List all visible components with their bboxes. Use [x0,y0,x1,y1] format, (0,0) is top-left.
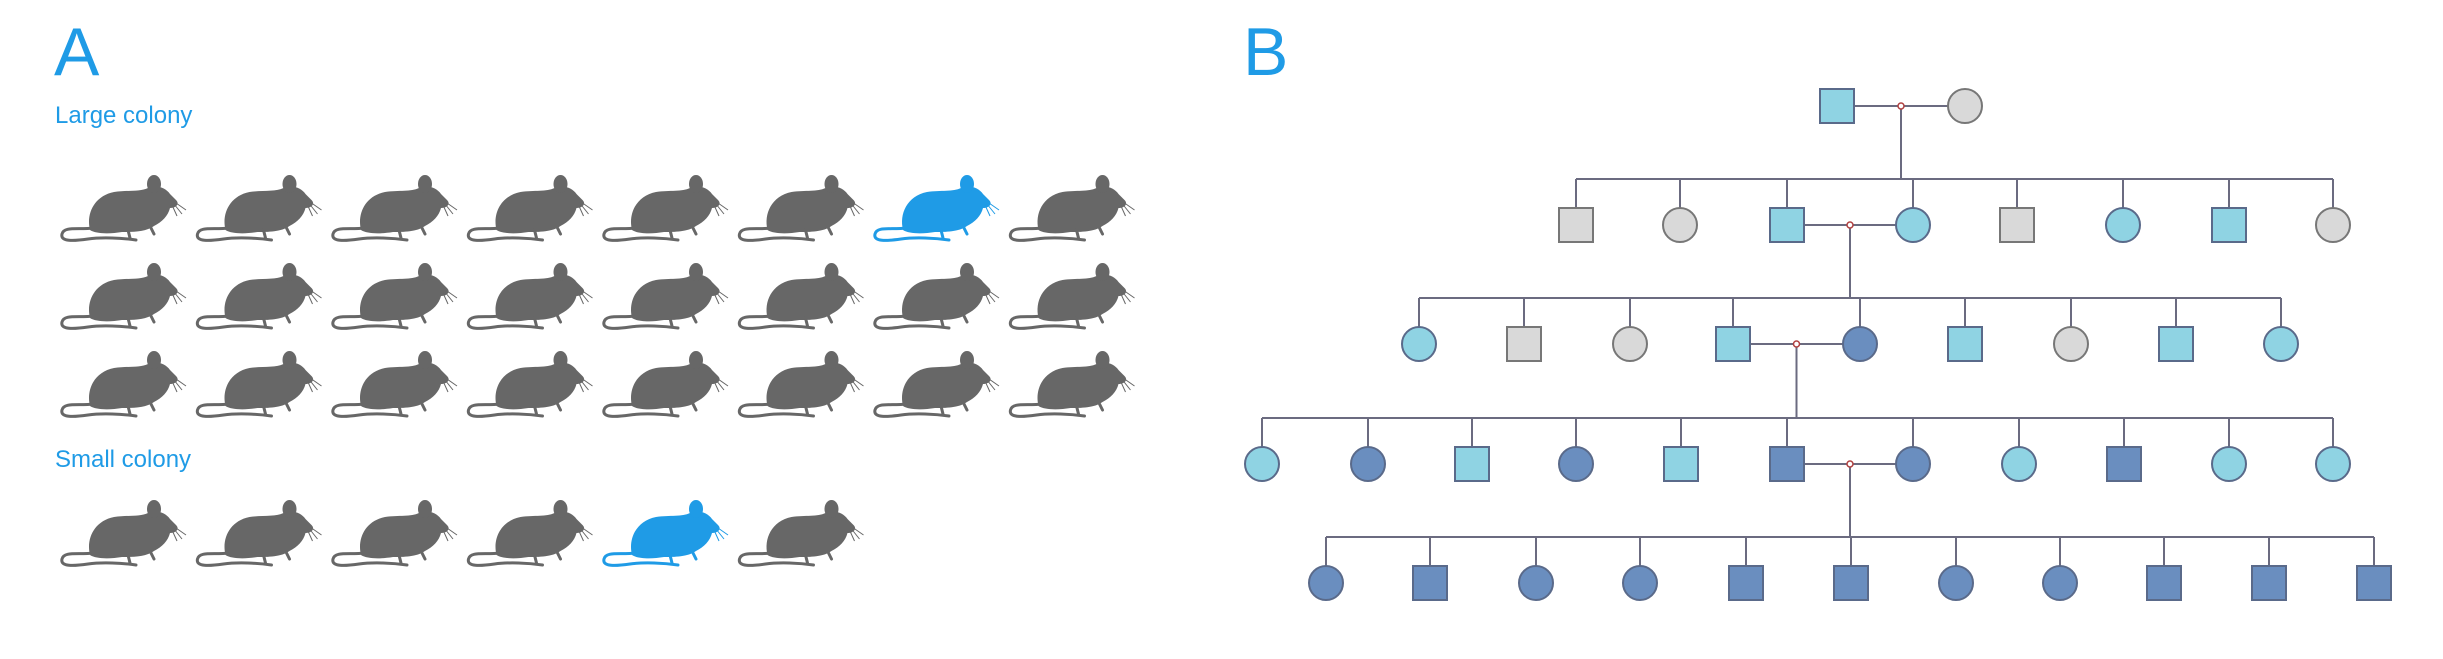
highlighted-mouse-icon [873,175,1000,242]
mouse-icon [602,263,729,330]
mouse-icon [602,175,729,242]
highlighted-mouse-icon [602,500,729,567]
mouse-icon [331,263,458,330]
male-light-square [1947,326,1983,362]
male-dark-square [2106,446,2142,482]
mouse-icon [1008,351,1135,418]
female-dark-circle [1518,565,1554,601]
female-light-circle [2211,446,2247,482]
female-dark-circle [2042,565,2078,601]
female-light-circle [2105,207,2141,243]
mouse-icon [195,263,322,330]
mouse-icon [60,500,187,567]
mouse-icon [466,500,593,567]
mouse-icon [195,175,322,242]
female-light-circle [2315,446,2351,482]
male-dark-square [2146,565,2182,601]
male-dark-square [1833,565,1869,601]
male-light-square [1769,207,1805,243]
female-light-circle [1895,207,1931,243]
mouse-icon [873,263,1000,330]
mouse-icon [466,175,593,242]
female-dark-circle [1622,565,1658,601]
male-light-square [2211,207,2247,243]
female-unaffected-circle [2315,207,2351,243]
male-light-square [1715,326,1751,362]
female-dark-circle [1895,446,1931,482]
mouse-icon [60,351,187,418]
mouse-icon [466,263,593,330]
mouse-icon [873,351,1000,418]
male-unaffected-square [1506,326,1542,362]
mouse-icon [331,351,458,418]
mouse-icon [466,351,593,418]
female-light-circle [1401,326,1437,362]
mouse-icon [195,500,322,567]
male-dark-square [1728,565,1764,601]
male-dark-square [1412,565,1448,601]
small-colony-label: Small colony [55,446,192,473]
female-unaffected-circle [1662,207,1698,243]
panel-a-letter: A [54,14,100,90]
female-dark-circle [1350,446,1386,482]
mouse-icon [737,263,864,330]
male-dark-square [2356,565,2392,601]
female-dark-circle [1842,326,1878,362]
male-light-square [1819,88,1855,124]
female-unaffected-circle [1612,326,1648,362]
female-dark-circle [1558,446,1594,482]
mouse-icon [737,500,864,567]
mating-knot [1897,102,1905,110]
male-dark-square [2251,565,2287,601]
mating-knot [1846,460,1854,468]
female-unaffected-circle [1947,88,1983,124]
female-dark-circle [1938,565,1974,601]
female-light-circle [2001,446,2037,482]
male-dark-square [1769,446,1805,482]
mouse-icon [60,263,187,330]
mouse-icon [737,351,864,418]
female-unaffected-circle [2053,326,2089,362]
mouse-icon [737,175,864,242]
mating-knot [1792,340,1801,348]
mouse-icon [195,351,322,418]
mouse-icon [331,175,458,242]
mouse-icon [1008,175,1135,242]
mouse-icon [1008,263,1135,330]
male-light-square [2158,326,2194,362]
mouse-colonies [60,175,1135,567]
female-dark-circle [1308,565,1344,601]
mouse-icon [60,175,187,242]
panel-b-letter: B [1243,14,1289,90]
male-unaffected-square [1558,207,1594,243]
large-colony-label: Large colony [55,102,193,129]
male-light-square [1454,446,1490,482]
mouse-icon [602,351,729,418]
female-light-circle [1244,446,1280,482]
female-light-circle [2263,326,2299,362]
male-light-square [1663,446,1699,482]
mating-knot [1846,221,1854,229]
male-unaffected-square [1999,207,2035,243]
mouse-icon [331,500,458,567]
